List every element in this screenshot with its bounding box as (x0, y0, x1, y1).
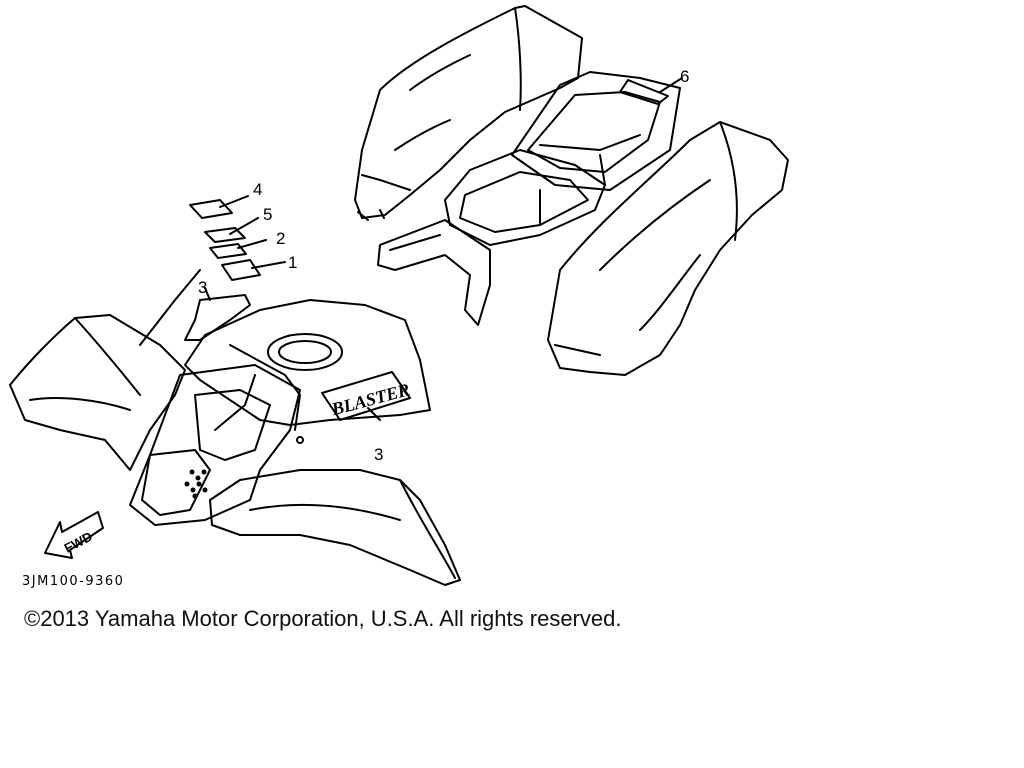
callout-4: 4 (253, 180, 262, 199)
emblem-3 (184, 287, 251, 341)
fwd-arrow (44, 511, 104, 559)
parts-diagram: BLASTER FWD 6 4 5 2 1 3 3 (9, 5, 789, 586)
callout-6: 6 (680, 67, 689, 86)
headlight-decal-pattern (184, 469, 208, 499)
fwd-label: FWD (62, 529, 95, 556)
part-code: 3JM100-9360 (22, 574, 125, 589)
callout-3-lower: 3 (374, 445, 383, 464)
callout-2: 2 (276, 229, 285, 248)
callout-5: 5 (263, 205, 272, 224)
front-fender (9, 269, 461, 586)
copyright-notice: ©2013 Yamaha Motor Corporation, U.S.A. A… (24, 606, 622, 631)
rear-fender (354, 5, 789, 376)
decal-labels (189, 77, 683, 281)
callout-3-upper: 3 (198, 278, 207, 297)
tank-decal-text: BLASTER (329, 379, 412, 419)
callout-1: 1 (288, 253, 297, 272)
